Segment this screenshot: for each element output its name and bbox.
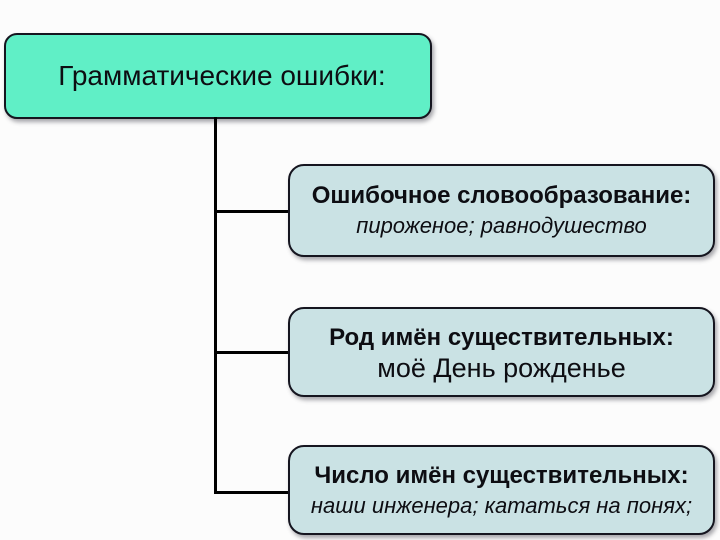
node-example-word-formation: пироженое; равнодушество (356, 213, 647, 238)
node-example-noun-number: наши инженера; кататься на понях; (310, 492, 693, 518)
root-node-grammatical-errors: Грамматические ошибки: (4, 33, 432, 119)
branch-node-noun-number: Число имён существительных: наши инженер… (288, 445, 715, 535)
branch-node-noun-gender: Род имён существительных: моё День рожде… (288, 307, 715, 397)
node-example-noun-gender: моё День рожденье (377, 352, 626, 383)
connector-branch-1 (214, 210, 290, 213)
branch-node-word-formation: Ошибочное словообразование: пироженое; р… (288, 164, 715, 257)
root-node-label: Грамматические ошибки: (58, 60, 386, 91)
node-title-word-formation: Ошибочное словообразование: (311, 182, 692, 209)
connector-branch-3 (214, 491, 290, 494)
node-title-noun-number: Число имён существительных: (314, 461, 689, 489)
connector-trunk-line (214, 117, 217, 494)
node-title-noun-gender: Род имён существительных: (329, 323, 674, 351)
connector-branch-2 (214, 351, 290, 354)
